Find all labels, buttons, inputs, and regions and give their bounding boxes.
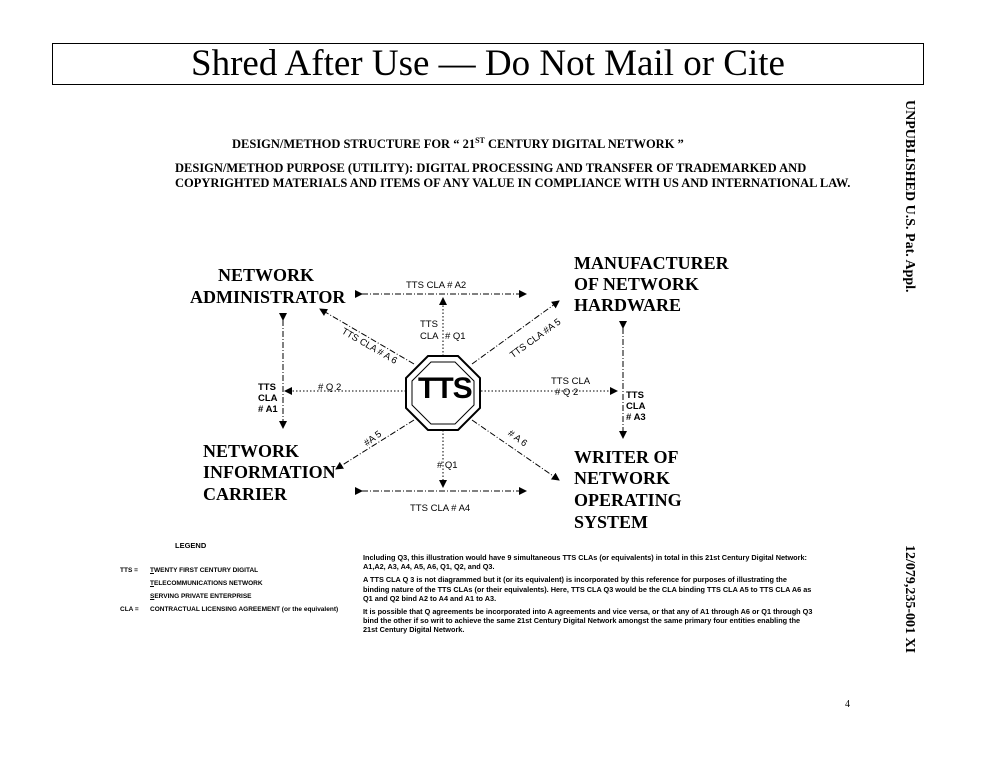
label-a1-num: # A1: [258, 404, 278, 415]
legend-tts-line2: TELECOMMUNICATIONS NETWORK: [150, 580, 263, 587]
link-a5-lower: [335, 419, 415, 470]
legend-title: LEGEND: [175, 541, 207, 550]
node-network-administrator-line2: ADMINISTRATOR: [190, 287, 346, 307]
label-cla-a2: TTS CLA # A2: [406, 280, 467, 291]
node-os-writer-line1: WRITER OF: [574, 447, 679, 467]
diagram-title: DESIGN/METHOD STRUCTURE FOR “ 21ST CENTU…: [232, 136, 684, 152]
legend-cla-key: CLA =: [120, 606, 139, 613]
label-q1-cla: CLA: [420, 331, 439, 342]
confidential-banner: Shred After Use — Do Not Mail or Cite: [52, 43, 924, 85]
node-manufacturer-line1: MANUFACTURER: [574, 253, 729, 273]
label-a3-num: # A3: [626, 412, 646, 423]
purpose-line-2: COPYRIGHTED MATERIALS AND ITEMS OF ANY V…: [175, 176, 851, 190]
label-a1-tts: TTS: [258, 382, 276, 393]
label-q2-left: # Q 2: [318, 382, 342, 393]
link-a6-upper: [319, 308, 415, 365]
label-a1-cla: CLA: [258, 393, 278, 404]
side-label-unpublished: UNPUBLISHED U.S. Pat. Appl.: [902, 100, 917, 293]
label-q2-right-num: # Q 2: [555, 387, 579, 398]
tts-octagon: [405, 355, 481, 431]
label-q1-tts: TTS: [420, 319, 438, 330]
note-3: It is possible that Q agreements be inco…: [363, 607, 813, 635]
label-q1-bottom: # Q1: [437, 460, 458, 471]
node-os-writer-line3: OPERATING: [574, 490, 682, 510]
node-os-writer-line2: NETWORK: [574, 468, 671, 488]
node-info-carrier-line2: INFORMATION: [203, 462, 336, 482]
purpose-line-1: DESIGN/METHOD PURPOSE (UTILITY): DIGITAL…: [175, 161, 807, 175]
legend-tts-line3: SERVING PRIVATE ENTERPRISE: [150, 593, 252, 600]
note-2: A TTS CLA Q 3 is not diagrammed but it (…: [363, 575, 812, 603]
node-os-writer-line4: SYSTEM: [574, 512, 649, 532]
notes-block: Including Q3, this illustration would ha…: [363, 553, 813, 639]
side-label-application-number: 12/079,235-001 XI: [902, 545, 917, 654]
legend-tts-line1: TWENTY FIRST CENTURY DIGITAL: [150, 567, 259, 574]
node-manufacturer-line2: OF NETWORK: [574, 274, 699, 294]
tts-center-label: TTS: [418, 372, 473, 405]
page-number: 4: [845, 699, 850, 710]
node-network-administrator-line1: NETWORK: [218, 265, 315, 285]
legend-cla-line: CONTRACTUAL LICENSING AGREEMENT (or the …: [150, 606, 339, 613]
note-1: Including Q3, this illustration would ha…: [363, 553, 807, 572]
node-manufacturer-line3: HARDWARE: [574, 295, 682, 315]
legend-tts-key: TTS =: [120, 567, 138, 574]
label-q1-top-num: # Q1: [445, 331, 466, 342]
label-a3-tts: TTS: [626, 390, 644, 401]
link-a5-upper: [471, 300, 560, 365]
label-q2-right-tts: TTS CLA: [551, 376, 591, 387]
link-a6-lower: [471, 419, 560, 481]
node-info-carrier-line1: NETWORK: [203, 441, 300, 461]
node-info-carrier-line3: CARRIER: [203, 484, 288, 504]
label-cla-a4: TTS CLA # A4: [410, 503, 471, 514]
label-a3-cla: CLA: [626, 401, 646, 412]
